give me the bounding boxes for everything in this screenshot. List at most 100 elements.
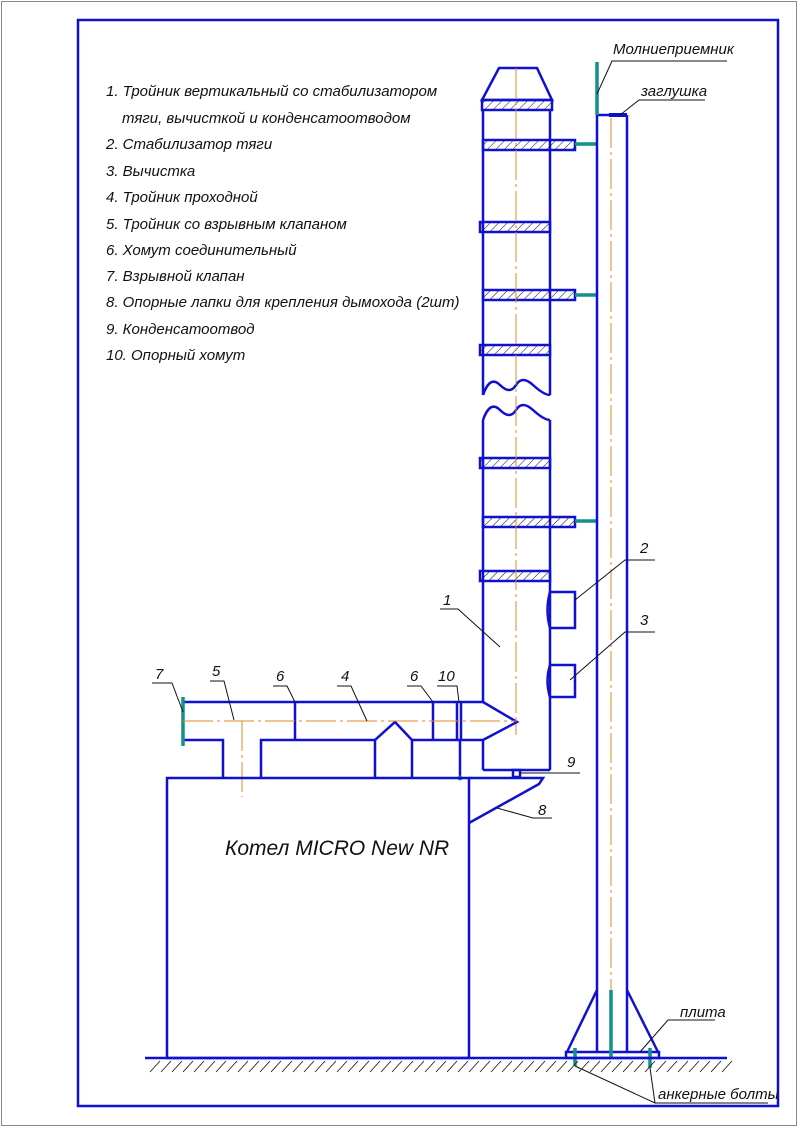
vertical-flue xyxy=(478,66,597,779)
cap-band xyxy=(480,98,554,112)
legend-item: 10. Опорный хомут xyxy=(106,347,245,364)
ground-hatch xyxy=(369,1060,381,1073)
clamp xyxy=(478,456,552,470)
ground-hatch xyxy=(171,1060,183,1073)
callout-7: 7 xyxy=(155,666,164,683)
legend-item: 4. Тройник проходной xyxy=(106,189,258,206)
ground-hatch xyxy=(402,1060,414,1073)
ground-hatch xyxy=(413,1060,425,1073)
ground-hatch xyxy=(215,1060,227,1073)
legend-item: 5. Тройник со взрывным клапаном xyxy=(106,216,347,233)
ground-hatch xyxy=(270,1060,282,1073)
legend-item: 1. Тройник вертикальный со стабилизаторо… xyxy=(106,83,437,100)
ground-hatch xyxy=(435,1060,447,1073)
ground-hatch xyxy=(567,1060,579,1073)
ground-hatch xyxy=(380,1060,392,1073)
boiler: Котел MICRO New NR xyxy=(165,776,546,1060)
ground-hatch xyxy=(336,1060,348,1073)
cap-label: заглушка xyxy=(640,83,707,100)
legend-item: 8. Опорные лапки для крепления дымохода … xyxy=(106,294,459,311)
ground-hatch xyxy=(182,1060,194,1073)
legend-item: 6. Хомут соединительный xyxy=(106,242,297,259)
ground-hatch xyxy=(534,1060,546,1073)
ground-hatch xyxy=(149,1060,161,1073)
ground-hatch xyxy=(589,1060,601,1073)
legend-item: 7. Взрывной клапан xyxy=(106,268,245,285)
boiler-label: Котел MICRO New NR xyxy=(225,837,449,860)
ground-hatch xyxy=(633,1060,645,1073)
legend-item: 9. Конденсатоотвод xyxy=(106,321,254,338)
wall-clamp xyxy=(481,138,577,152)
condensate-drain xyxy=(511,768,522,779)
legend-item: 3. Вычистка xyxy=(106,163,195,180)
ground-hatch xyxy=(281,1060,293,1073)
callout-5: 5 xyxy=(212,663,221,680)
callout-1: 1 xyxy=(443,592,451,609)
ground-hatch xyxy=(292,1060,304,1073)
callouts: 2 3 1 7 5 6 4 6 10 9 8 Молниеприемник за… xyxy=(152,41,779,1104)
cleanout xyxy=(546,663,577,699)
callout-10: 10 xyxy=(438,668,455,685)
clamp xyxy=(478,569,552,583)
ground-hatch xyxy=(556,1060,568,1073)
ground-hatch xyxy=(259,1060,271,1073)
plate-label: плита xyxy=(680,1004,726,1021)
ground-hatch xyxy=(644,1060,656,1073)
ground-hatch xyxy=(655,1060,667,1073)
ground-hatch xyxy=(545,1060,557,1073)
ground-hatch xyxy=(468,1060,480,1073)
wall-clamp xyxy=(481,288,577,302)
callout-8: 8 xyxy=(538,802,547,819)
support-bracket xyxy=(468,776,546,825)
ground-hatch xyxy=(611,1060,623,1073)
legend: 1. Тройник вертикальный со стабилизаторо… xyxy=(105,83,459,364)
ground-hatch xyxy=(325,1060,337,1073)
ground-hatch xyxy=(248,1060,260,1073)
legend-item: 2. Стабилизатор тяги xyxy=(105,136,273,153)
callout-4: 4 xyxy=(341,668,349,685)
ground-hatch xyxy=(391,1060,403,1073)
ground xyxy=(145,1056,733,1073)
ground-hatch xyxy=(193,1060,205,1073)
ground-hatch xyxy=(479,1060,491,1073)
ground-hatch xyxy=(622,1060,634,1073)
clamp xyxy=(478,220,552,234)
ground-hatch xyxy=(226,1060,238,1073)
ground-hatch xyxy=(314,1060,326,1073)
clamp xyxy=(478,343,552,357)
ground-hatch xyxy=(578,1060,590,1073)
ground-hatch xyxy=(501,1060,513,1073)
ground-hatch xyxy=(358,1060,370,1073)
ground-hatch xyxy=(710,1060,722,1073)
horizontal-flue xyxy=(181,697,520,797)
anchor-bolts-label: анкерные болты xyxy=(658,1086,779,1103)
ground-hatch xyxy=(677,1060,689,1073)
ground-hatch xyxy=(666,1060,678,1073)
draft-stabilizer xyxy=(546,590,577,630)
ground-hatch xyxy=(424,1060,436,1073)
wall-clamp xyxy=(481,515,577,529)
ground-hatch xyxy=(204,1060,216,1073)
ground-hatch xyxy=(160,1060,172,1073)
ground-hatch xyxy=(721,1060,733,1073)
ground-hatch xyxy=(303,1060,315,1073)
ground-hatch xyxy=(457,1060,469,1073)
callout-6: 6 xyxy=(276,668,285,685)
ground-hatch xyxy=(490,1060,502,1073)
callout-6: 6 xyxy=(410,668,419,685)
ground-hatch xyxy=(347,1060,359,1073)
ground-hatch xyxy=(237,1060,249,1073)
steel-stack xyxy=(564,62,661,1068)
legend-item: тяги, вычисткой и конденсатоотводом xyxy=(122,110,411,127)
ground-hatch xyxy=(600,1060,612,1073)
drawing-frame xyxy=(76,18,780,1108)
ground-hatch xyxy=(446,1060,458,1073)
callout-3: 3 xyxy=(640,612,649,629)
ground-hatch xyxy=(523,1060,535,1073)
ground-hatch xyxy=(699,1060,711,1073)
ground-hatch xyxy=(512,1060,524,1073)
lightning-rod-label: Молниеприемник xyxy=(613,41,735,58)
ground-hatch xyxy=(688,1060,700,1073)
